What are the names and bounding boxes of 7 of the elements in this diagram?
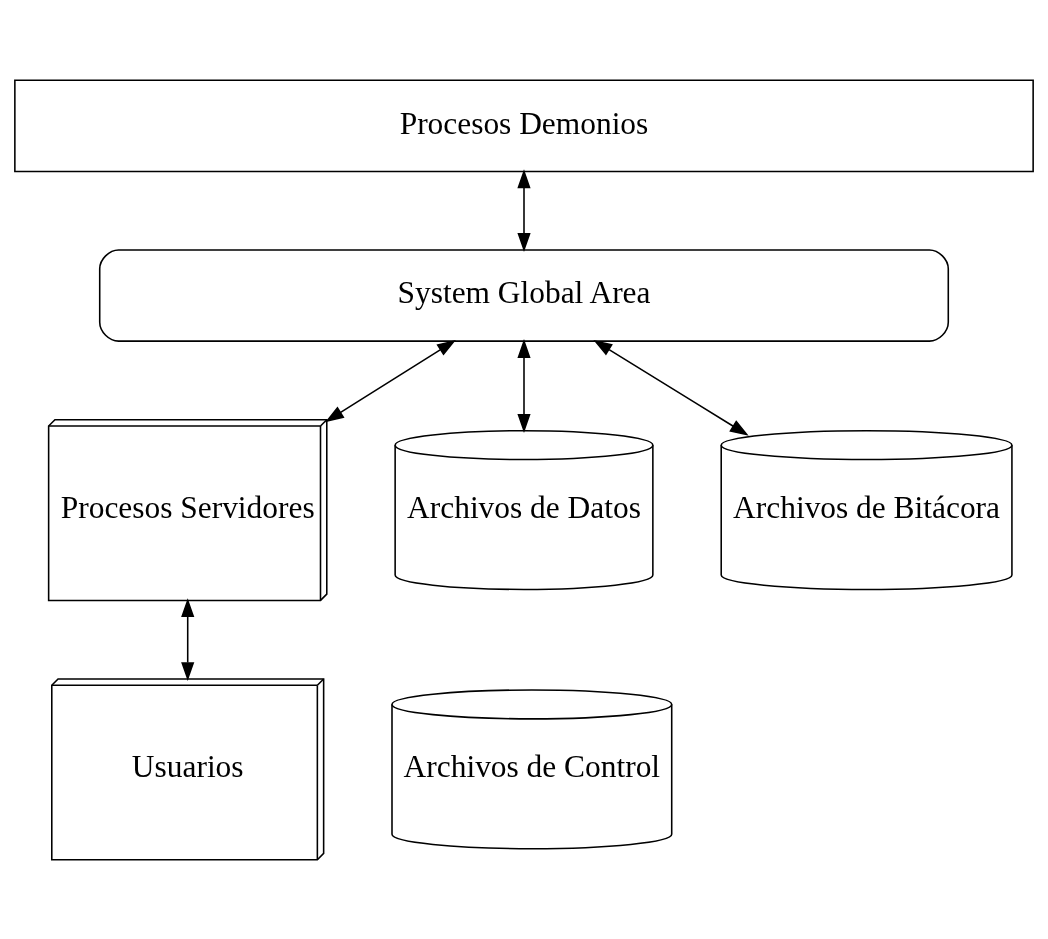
node-box: System Global Area — [98, 248, 950, 342]
arrow — [181, 597, 195, 681]
arrow — [517, 338, 531, 433]
node-box: Procesos Demonios — [14, 79, 1034, 172]
arrow — [593, 339, 749, 436]
arrow — [325, 339, 456, 422]
arrow — [517, 168, 531, 252]
